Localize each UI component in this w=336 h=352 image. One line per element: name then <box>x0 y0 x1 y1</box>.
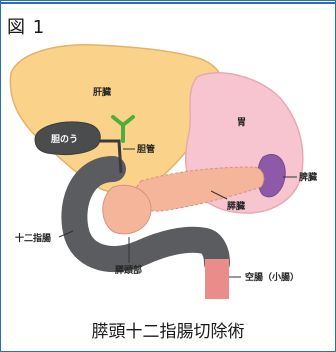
stomach-label: 胃 <box>237 117 246 128</box>
bile-duct-label: 胆管 <box>137 143 155 155</box>
figure-caption: 膵頭十二指腸切除術 <box>1 317 335 342</box>
pancreatic-head-shape <box>103 185 151 234</box>
jejunum-label: 空腸（小腸） <box>245 271 299 283</box>
spleen-label: 脾臓 <box>298 171 317 183</box>
liver-label: 肝臓 <box>93 86 111 98</box>
pancreas-label: 膵臓 <box>227 200 245 212</box>
duodenum-label: 十二指腸 <box>15 232 51 244</box>
anatomy-diagram: 肝臓 胆のう 胆管 胃 脾臓 膵臓 十二指腸 膵頭部 空腸（小腸） <box>1 1 335 311</box>
pancreatic-head-label: 膵頭部 <box>115 264 142 276</box>
gallbladder-label: 胆のう <box>51 134 78 145</box>
